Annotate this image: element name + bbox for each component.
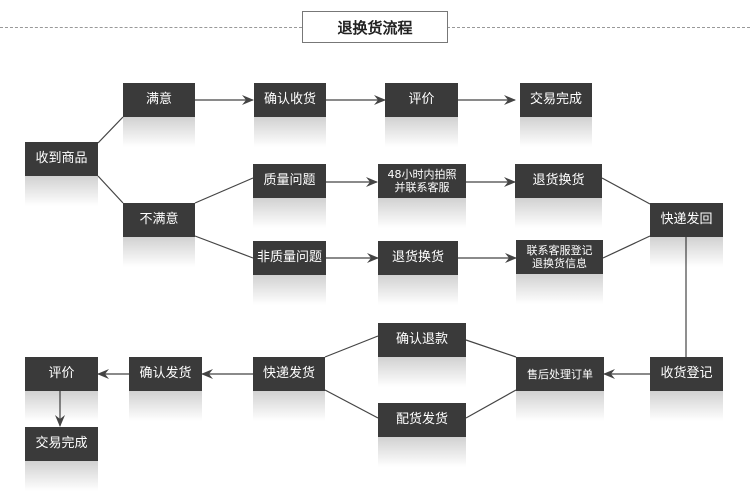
node-receipt-register: 收货登记 (650, 357, 723, 421)
node-return-exchange-1: 退货换货 (515, 164, 602, 228)
node-confirm-refund: 确认退款 (378, 323, 466, 387)
node-confirm-ship: 确认发货 (129, 357, 202, 421)
node-unsatisfied: 不满意 (123, 203, 195, 267)
node-satisfied: 满意 (123, 83, 195, 147)
node-confirm-receipt: 确认收货 (254, 83, 326, 147)
node-done-top: 交易完成 (520, 83, 592, 147)
node-photo-contact: 48小时内拍照 并联系客服 (378, 164, 466, 228)
node-quality-issue: 质量问题 (253, 164, 326, 228)
link-receive-unsatisfied (97, 175, 124, 204)
node-return-exchange-2: 退货换货 (378, 241, 458, 305)
node-allocate-ship: 配货发货 (378, 403, 466, 467)
node-non-quality-issue: 非质量问题 (253, 241, 326, 305)
node-express-back: 快递发回 (650, 203, 723, 267)
node-review-top: 评价 (385, 83, 458, 147)
link-aftersale-refund (465, 339, 517, 358)
title-divider-right (447, 27, 750, 28)
link-receive-satisfied (97, 116, 124, 144)
link-unsat-quality (194, 177, 254, 204)
link-aftersale-allocate (465, 389, 517, 419)
page-title: 退换货流程 (302, 11, 448, 43)
node-review-bottom: 评价 (25, 357, 98, 421)
node-express-ship: 快递发货 (253, 357, 325, 421)
link-unsat-nonquality (194, 235, 254, 259)
link-refund-ship (324, 335, 379, 358)
node-register-info: 联系客服登记 退换货信息 (516, 240, 603, 304)
node-receive: 收到商品 (25, 142, 98, 206)
link-register-express (602, 235, 651, 259)
link-allocate-ship (324, 389, 379, 419)
link-return-express (601, 177, 651, 205)
node-after-sale: 售后处理订单 (516, 357, 604, 421)
title-divider-left (0, 27, 302, 28)
node-done-bottom: 交易完成 (25, 427, 98, 491)
